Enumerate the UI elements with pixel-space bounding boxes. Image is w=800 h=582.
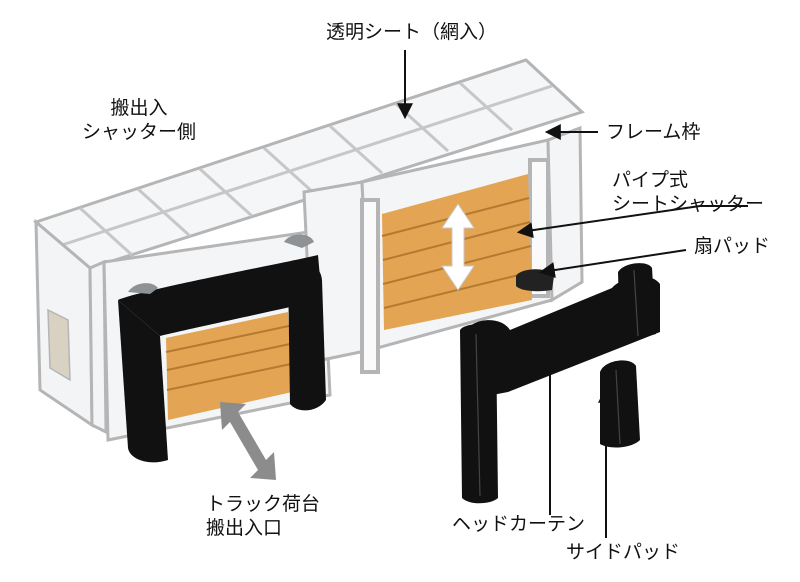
label-fan-pad: 扇パッド: [694, 235, 771, 257]
up-down-arrow: [441, 203, 475, 291]
label-truck-bed: トラック荷台 搬出入口: [206, 493, 321, 539]
label-shutter-side: 搬出入 シャッター側: [82, 97, 197, 143]
left-pad-cap: [128, 234, 314, 294]
leader-lines: [397, 50, 748, 538]
fan-pad: [516, 269, 554, 292]
label-clear-sheet: 透明シート（網入）: [326, 21, 498, 43]
frame-posts: [360, 158, 550, 374]
label-head-curtain: ヘッドカーテン: [452, 513, 586, 535]
roof-grid: [61, 81, 553, 257]
label-side-pad: サイドパッド: [566, 541, 681, 563]
pad-edges: [475, 269, 639, 497]
left-side-panel: [47, 308, 71, 382]
left-shutter: [165, 312, 292, 420]
label-frame: フレーム枠: [606, 121, 701, 143]
left-dock-pad: [118, 255, 326, 463]
label-pipe-shutter: パイプ式 シートシャッター: [612, 169, 765, 215]
truck-direction-arrow: [220, 402, 276, 480]
exploded-pad-assembly: [460, 263, 660, 504]
